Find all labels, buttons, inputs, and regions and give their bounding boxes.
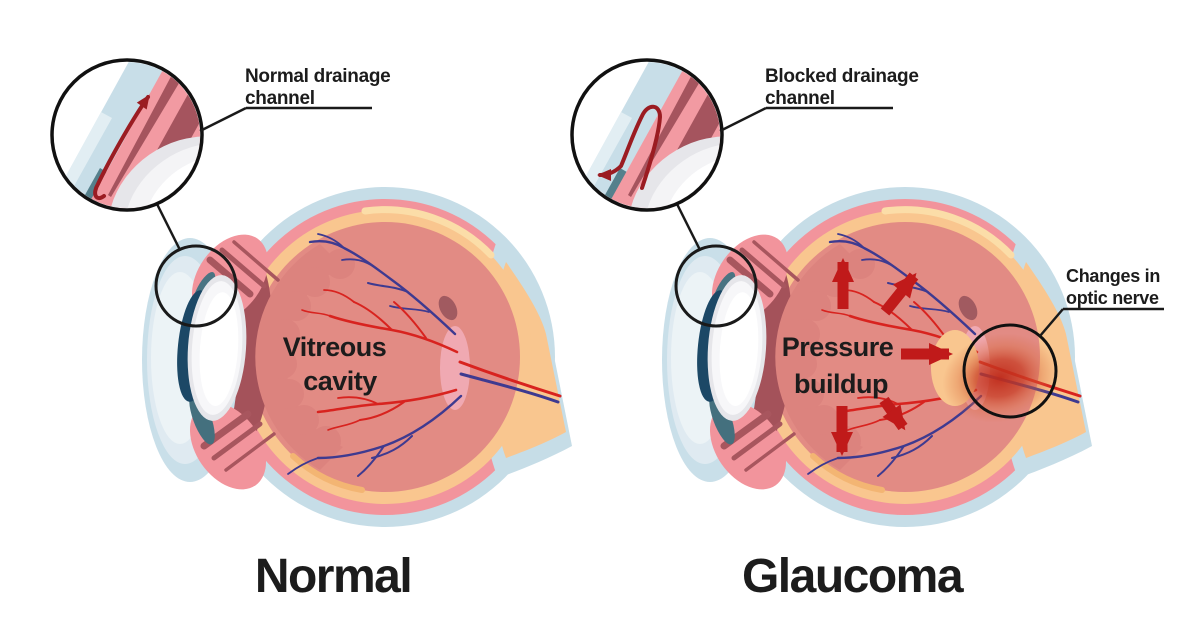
- left-panel: Vitreous cavity Normal drainage channel …: [50, 58, 572, 603]
- optic-callout-diagonal-line: [1039, 308, 1064, 337]
- left-caption: Normal: [255, 550, 411, 603]
- pressure-arrow-upright: [880, 272, 919, 316]
- pressure-arrows: [831, 258, 953, 456]
- left-callout-diagonal-line: [199, 106, 247, 133]
- normal-flow-arrow: [93, 94, 150, 201]
- vitreous-cavity-label: Vitreous cavity: [283, 332, 394, 396]
- left-magnifier-connector-line: [155, 203, 182, 251]
- left-magnifier-circle-icon: [50, 58, 204, 212]
- left-callout-label: Normal drainage channel: [245, 66, 395, 109]
- right-callout-label: Blocked drainage channel: [765, 66, 924, 109]
- left-zoom-source-circle: [154, 244, 238, 328]
- optic-nerve-circle-icon: [962, 323, 1058, 419]
- blocked-flow-arrow: [597, 104, 663, 190]
- optic-nerve-label: Changes in optic nerve: [1066, 266, 1165, 308]
- optic-nerve-damage-glow: [942, 333, 1058, 423]
- right-panel: Pressure buildup Changes in optic nerve …: [570, 58, 1165, 603]
- right-callout-diagonal-line: [719, 106, 767, 133]
- right-zoom-source-circle: [674, 244, 758, 328]
- right-magnifier-connector-line: [675, 203, 702, 251]
- right-magnifier-circle-icon: [570, 58, 724, 212]
- right-caption: Glaucoma: [742, 550, 964, 603]
- pressure-buildup-label: Pressure buildup: [782, 332, 901, 399]
- pressure-arrow-downright: [879, 396, 908, 431]
